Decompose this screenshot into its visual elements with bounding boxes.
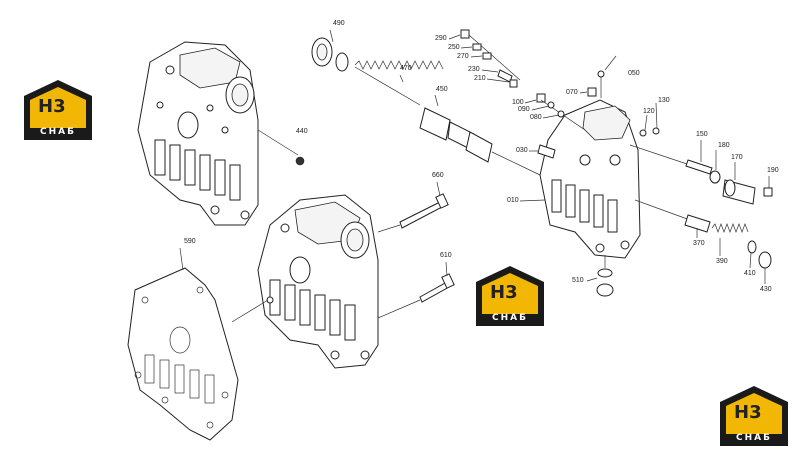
part-label-090: 090	[518, 106, 530, 113]
part-label-440: 440	[296, 128, 308, 135]
part-label-150: 150	[696, 131, 708, 138]
part-label-410: 410	[744, 270, 756, 277]
part-label-470: 470	[400, 65, 412, 72]
part-label-180: 180	[718, 142, 730, 149]
bolts	[377, 181, 455, 319]
logo-left	[24, 80, 92, 140]
logo-text: CHAБ	[40, 127, 76, 137]
part-label-450: 450	[436, 86, 448, 93]
part-label-120: 120	[643, 108, 655, 115]
logo-text: CHAБ	[736, 433, 772, 443]
logo-bottom-right-text: H3 CHAБ	[720, 386, 788, 446]
logo-center	[476, 266, 544, 326]
logo-letters: H3	[734, 402, 762, 423]
fittings-right	[596, 127, 773, 297]
part-label-080: 080	[530, 114, 542, 121]
part-label-270: 270	[457, 53, 469, 60]
part-label-250: 250	[448, 44, 460, 51]
part-label-390: 390	[716, 258, 728, 265]
part-label-190: 190	[767, 167, 779, 174]
part-label-660: 660	[432, 172, 444, 179]
part-label-210: 210	[474, 75, 486, 82]
part-label-170: 170	[731, 154, 743, 161]
part-label-010: 010	[507, 197, 519, 204]
leader-lines	[448, 34, 770, 284]
spool-assembly	[311, 29, 541, 176]
logo-letters: H3	[490, 282, 518, 303]
part-label-100: 100	[512, 99, 524, 106]
part-label-030: 030	[516, 147, 528, 154]
logo-bottom-right	[720, 386, 788, 446]
part-label-070: 070	[566, 89, 578, 96]
part-label-230: 230	[468, 66, 480, 73]
valve-body-right	[519, 99, 641, 259]
part-label-430: 430	[760, 286, 772, 293]
logo-center-text: H3 CHAБ	[476, 266, 544, 326]
valve-body-upper-left	[137, 41, 305, 226]
part-label-490: 490	[333, 20, 345, 27]
part-label-050: 050	[628, 70, 640, 77]
part-label-610: 610	[440, 252, 452, 259]
part-label-510: 510	[572, 277, 584, 284]
gasket-plate	[127, 247, 239, 441]
part-label-130: 130	[658, 97, 670, 104]
logo-left-text: H3 CHAБ	[24, 80, 92, 140]
part-label-370: 370	[693, 240, 705, 247]
part-label-590: 590	[184, 238, 196, 245]
part-label-290: 290	[435, 35, 447, 42]
logo-letters: H3	[38, 96, 66, 117]
fittings-top	[460, 29, 617, 159]
valve-body-center	[231, 194, 379, 369]
logo-text: CHAБ	[492, 313, 528, 323]
